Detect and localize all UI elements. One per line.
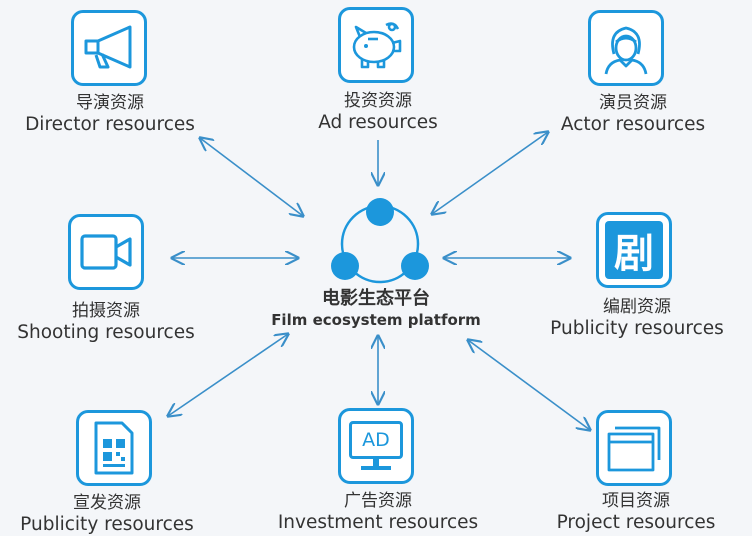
node-publicity-zh: 宣发资源 [73, 493, 141, 513]
node-script-tile[interactable]: 剧 [596, 212, 672, 288]
node-investment-label: 广告资源 Investment resources [268, 490, 488, 534]
node-ad-en: Ad resources [318, 112, 438, 133]
piggy-bank-icon [352, 22, 402, 69]
node-ad-zh: 投资资源 [344, 91, 412, 111]
ad-monitor-text: AD [349, 421, 403, 459]
node-ad-tile[interactable] [338, 7, 414, 83]
browser-window-icon [607, 426, 661, 472]
node-actor-en: Actor resources [560, 114, 706, 135]
node-investment-tile[interactable]: AD [338, 408, 414, 484]
node-project-tile[interactable] [596, 410, 672, 486]
node-shooting-tile[interactable] [68, 214, 144, 290]
node-project-label: 项目资源 Project resources [536, 490, 736, 534]
node-publicity-tile[interactable] [76, 410, 152, 486]
node-project-zh: 项目资源 [602, 491, 670, 511]
node-script-label: 编剧资源 Publicity resources [537, 296, 737, 340]
center-title: 电影生态平台 Film ecosystem platform [240, 288, 512, 330]
node-director-en: Director resources [25, 114, 195, 135]
qr-document-icon [94, 421, 134, 475]
node-investment-en: Investment resources [277, 512, 479, 533]
node-director-zh: 导演资源 [76, 93, 144, 113]
ad-monitor-icon: AD [347, 419, 405, 473]
node-actor-label: 演员资源 Actor resources [533, 92, 733, 136]
node-actor-zh: 演员资源 [599, 93, 667, 113]
node-actor-tile[interactable] [588, 10, 664, 86]
node-shooting-en: Shooting resources [17, 322, 195, 343]
video-camera-icon [80, 234, 132, 270]
node-project-en: Project resources [556, 512, 716, 533]
arrow-project [468, 340, 590, 430]
node-investment-zh: 广告资源 [344, 491, 412, 511]
node-director-tile[interactable] [71, 10, 147, 86]
arrow-actor [432, 132, 548, 214]
megaphone-icon [84, 25, 132, 69]
actor-icon [604, 26, 648, 75]
center-title-zh: 电影生态平台 [322, 288, 430, 309]
node-script-zh: 编剧资源 [603, 297, 671, 317]
node-script-en: Publicity resources [550, 318, 724, 339]
hub-share-icon [331, 198, 429, 284]
node-director-label: 导演资源 Director resources [10, 92, 210, 136]
node-shooting-zh: 拍摄资源 [72, 301, 140, 321]
arrow-publicity [168, 334, 288, 416]
center-title-en: Film ecosystem platform [271, 311, 481, 329]
node-publicity-en: Publicity resources [20, 514, 194, 535]
node-shooting-label: 拍摄资源 Shooting resources [5, 300, 207, 344]
script-character-icon: 剧 [605, 221, 663, 279]
node-publicity-label: 宣发资源 Publicity resources [7, 492, 207, 536]
arrow-director [200, 138, 303, 216]
node-ad-label: 投资资源 Ad resources [278, 90, 478, 134]
